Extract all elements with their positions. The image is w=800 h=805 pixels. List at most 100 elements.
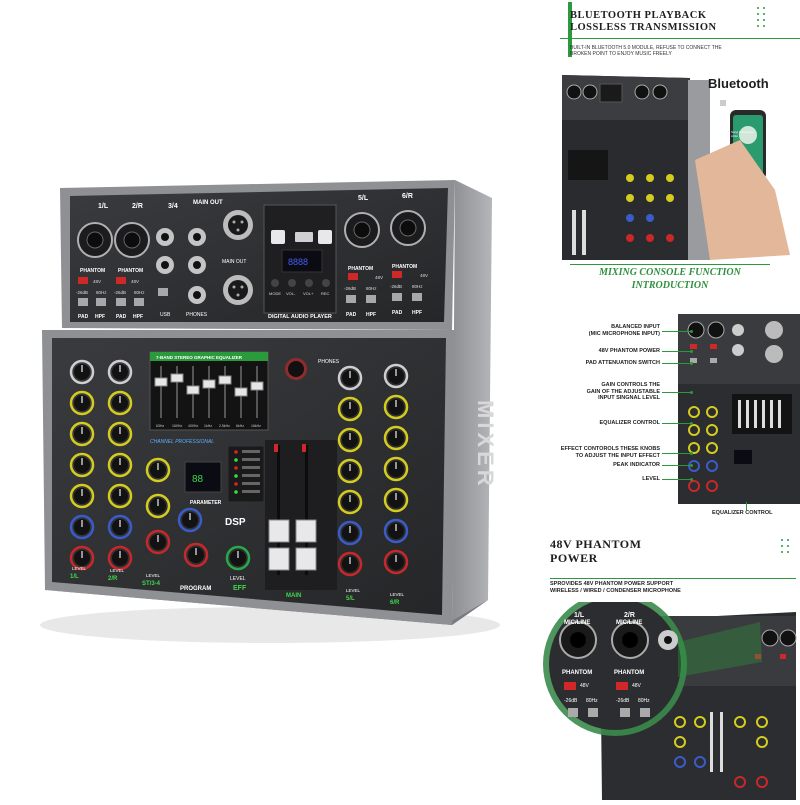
knob-ch4-mid[interactable] — [337, 427, 363, 453]
knob-ch5-mid[interactable] — [383, 425, 409, 451]
knob-ch2-low[interactable] — [107, 452, 133, 478]
zoom-label-1l: 1/L — [574, 612, 585, 619]
knob-ch3-level[interactable] — [145, 529, 171, 555]
zoom-label-26db-2: -26dB — [616, 698, 630, 704]
fader-knob-right-2[interactable] — [295, 547, 317, 571]
phantom-switch-1[interactable] — [78, 277, 88, 284]
main-out-xlr-left[interactable] — [223, 210, 253, 240]
hpf-switch-1[interactable] — [96, 298, 106, 306]
knob-ch1-hi[interactable] — [69, 390, 95, 416]
fx-display-text: 88 — [192, 474, 204, 485]
knob-ch5-eff[interactable] — [383, 518, 409, 544]
phantom-switch-6[interactable] — [392, 271, 402, 278]
jack-phones-3[interactable] — [188, 286, 206, 304]
hpf-switch-6[interactable] — [412, 293, 422, 301]
eq-slider-cap[interactable] — [170, 373, 184, 383]
phones-knob[interactable] — [285, 358, 307, 380]
knob-ch5-gain[interactable] — [383, 363, 409, 389]
zoom-label-phantom-1: PHANTOM — [562, 670, 593, 676]
fader-knob-left[interactable] — [268, 519, 290, 543]
player-btn-label-0: MODE — [269, 291, 281, 296]
player-button-vol-down[interactable] — [288, 279, 296, 287]
combo-jack-2[interactable] — [114, 222, 150, 258]
pad-switch-5[interactable] — [346, 295, 356, 303]
knob-ch1-gain[interactable] — [69, 359, 95, 385]
jack-4[interactable] — [156, 256, 174, 274]
knob-ch5-level[interactable] — [383, 549, 409, 575]
hpf-switch-5[interactable] — [366, 295, 376, 303]
main-out-xlr-right[interactable] — [223, 275, 253, 305]
parameter-knob[interactable] — [177, 507, 203, 533]
callout-0: BALANCED INPUT (MIC MICROPHONE INPUT) — [588, 324, 660, 337]
eq-slider-cap[interactable] — [250, 381, 264, 391]
p48v-label-1: 48V — [93, 279, 101, 284]
knob-ch4-low[interactable] — [337, 458, 363, 484]
usb-switch[interactable] — [158, 288, 168, 296]
fader-knob-left-2[interactable] — [268, 547, 290, 571]
knob-ch1-level[interactable] — [69, 545, 95, 571]
jack-3[interactable] — [156, 228, 174, 246]
knob-ch4-low2[interactable] — [337, 489, 363, 515]
knob-ch1-mid[interactable] — [69, 421, 95, 447]
phantom-switch-2[interactable] — [116, 277, 126, 284]
knob-ch2-eff[interactable] — [107, 514, 133, 540]
knob-ch1-eff[interactable] — [69, 514, 95, 540]
svg-text:2.5kHz: 2.5kHz — [219, 424, 230, 428]
fader-knob-right[interactable] — [295, 519, 317, 543]
knob-ch4-gain[interactable] — [337, 365, 363, 391]
ch1-label: 1/L — [98, 203, 109, 210]
eff-level-knob[interactable] — [225, 545, 251, 571]
hpf-switch-2[interactable] — [134, 298, 144, 306]
knob-ch2-level[interactable] — [107, 545, 133, 571]
combo-jack-5[interactable] — [344, 212, 380, 248]
phantom-label-5: PHANTOM — [348, 266, 373, 272]
knob-ch4-level[interactable] — [337, 551, 363, 577]
knob-ch1-low2[interactable] — [69, 483, 95, 509]
zoom-label-micline-2: MIC/LINE — [616, 620, 643, 626]
jack-phones-1[interactable] — [188, 228, 206, 246]
player-button-vol-up[interactable] — [305, 279, 313, 287]
knob-ch4-hi[interactable] — [337, 396, 363, 422]
eq-slider-cap[interactable] — [234, 387, 248, 397]
phantom-switch-5[interactable] — [348, 273, 358, 280]
eq-slider-cap[interactable] — [186, 385, 200, 395]
knob-ch5-hi[interactable] — [383, 394, 409, 420]
callout-leader — [662, 479, 692, 481]
callout-dot — [690, 329, 693, 333]
knob-ch2-hi[interactable] — [107, 390, 133, 416]
phantom-rule — [550, 578, 796, 579]
knob-ch2-mid[interactable] — [107, 421, 133, 447]
knob-ch1-low[interactable] — [69, 452, 95, 478]
pad-switch-2[interactable] — [116, 298, 126, 306]
player-button-mode[interactable] — [271, 279, 279, 287]
knob-ch5-low[interactable] — [383, 456, 409, 482]
knob-ch5-low2[interactable] — [383, 487, 409, 513]
combo-jack-6[interactable] — [390, 210, 426, 246]
callout-leader — [662, 391, 692, 393]
svg-text:1kHz: 1kHz — [204, 424, 212, 428]
player-button-rec[interactable] — [322, 279, 330, 287]
knob-ch2-gain[interactable] — [107, 359, 133, 385]
combo-jack-1[interactable] — [77, 222, 113, 258]
eq-slider-cap[interactable] — [202, 379, 216, 389]
callout-dot — [690, 350, 693, 354]
knob-ch2-low2[interactable] — [107, 483, 133, 509]
eq-sliders — [154, 366, 264, 418]
svg-text:6kHz: 6kHz — [236, 424, 244, 428]
eq-slider-cap[interactable] — [218, 375, 232, 385]
zoom-label-48v-1: 48V — [580, 683, 589, 689]
knob-ch3-low[interactable] — [145, 493, 171, 519]
eq-title-bar — [150, 352, 268, 361]
fx-led-label — [242, 458, 260, 461]
program-knob[interactable] — [183, 542, 209, 568]
parameter-label: PARAMETER — [190, 500, 222, 506]
jack-phones-2[interactable] — [188, 256, 206, 274]
eq-slider-cap[interactable] — [154, 377, 168, 387]
p48v-label-5: 48V — [375, 275, 383, 280]
phantom-subtitle-line2: WIRELESS / WIRED / CONDENSER MICROPHONE — [550, 587, 681, 594]
knob-ch4-eff[interactable] — [337, 520, 363, 546]
usb-port[interactable] — [295, 232, 313, 242]
knob-ch3-hi[interactable] — [145, 457, 171, 483]
pad-switch-6[interactable] — [392, 293, 402, 301]
pad-switch-1[interactable] — [78, 298, 88, 306]
